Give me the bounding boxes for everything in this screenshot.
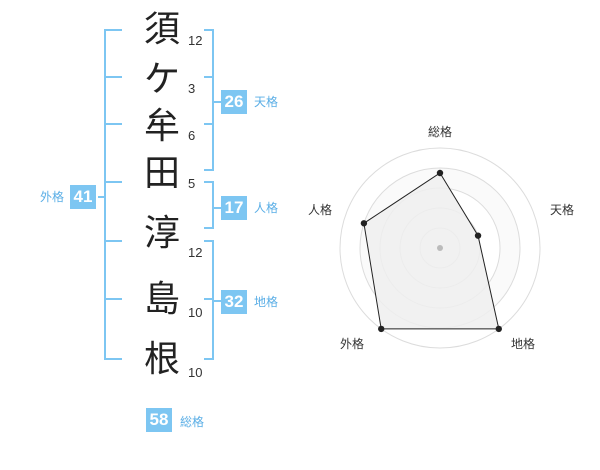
tenkaku-label: 天格 (254, 95, 279, 109)
chikaku-value-badge: 32 (221, 290, 247, 314)
radar-label-tenkaku: 天格 (550, 203, 575, 217)
stroke-count-6: 10 (188, 305, 203, 320)
name-char-3: 牟 (143, 106, 180, 147)
stroke-count-1: 12 (188, 33, 203, 48)
soukaku-value-badge: 58 (146, 408, 172, 432)
tenkaku-value-badge: 26 (221, 90, 247, 114)
name-char-4: 田 (143, 153, 180, 194)
radar-label-chikaku: 地格 (511, 337, 536, 351)
radar-point (474, 232, 482, 239)
radar-label-jinkaku: 人格 (308, 203, 333, 217)
radar-polygon (363, 172, 500, 330)
radar-label-soukaku: 総格 (428, 125, 453, 139)
radar-label-gaikaku: 外格 (340, 337, 365, 351)
radar-center (437, 245, 443, 251)
stroke-count-3: 6 (188, 128, 196, 143)
stroke-count-7: 10 (188, 365, 203, 380)
gaikaku-value-badge: 41 (70, 185, 96, 209)
soukaku-label: 総格 (180, 415, 205, 429)
radar-point (360, 220, 368, 227)
name-char-1: 須 (143, 9, 180, 50)
stroke-count-4: 5 (188, 176, 196, 191)
name-char-7: 根 (143, 339, 180, 380)
radar-point (378, 325, 385, 333)
name-char-5: 淳 (143, 213, 180, 254)
stroke-count-2: 3 (188, 81, 196, 96)
name-char-6: 島 (143, 279, 180, 320)
jinkaku-label: 人格 (254, 201, 279, 215)
radar-point (436, 169, 444, 177)
name-char-2: ケ (143, 59, 180, 100)
radar-point (495, 325, 502, 333)
jinkaku-value-badge: 17 (221, 196, 247, 220)
gaikaku-label: 外格 (40, 190, 65, 204)
stroke-count-5: 12 (188, 245, 203, 260)
chikaku-label: 地格 (254, 295, 279, 309)
